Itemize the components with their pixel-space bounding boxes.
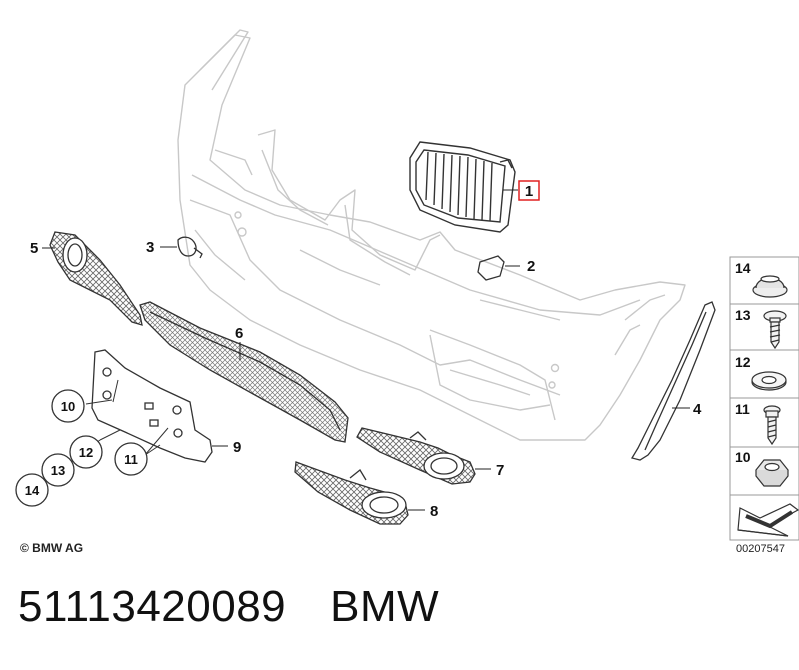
washer-icon (751, 371, 787, 391)
part-number: 51113420089 (18, 582, 287, 631)
diagram-id: 00207547 (736, 543, 785, 555)
callout-3: 3 (146, 239, 154, 256)
part-label: 51113420089 BMW (18, 582, 439, 632)
fog-grille-right-part-7[interactable] (356, 427, 491, 485)
licence-plate-base-part-9[interactable] (91, 349, 228, 463)
legend-number-10: 10 (735, 449, 751, 465)
legend-number-13: 13 (735, 307, 751, 323)
callout-10: 10 (61, 399, 75, 414)
bolt-icon (763, 405, 781, 446)
callout-8: 8 (430, 503, 438, 520)
screw-icon (763, 310, 787, 350)
callout-12-circle: 12 (69, 435, 103, 469)
fastener-legend: 14 13 12 11 10 (729, 256, 799, 541)
callout-11: 11 (124, 452, 138, 467)
nut-icon (755, 459, 789, 487)
side-trim-part-4[interactable] (630, 301, 716, 461)
front-bumper-outline (177, 29, 686, 441)
callout-12: 12 (79, 445, 93, 460)
callout-4: 4 (693, 401, 702, 418)
callout-1-highlight[interactable]: 1 (503, 180, 540, 201)
callout-2: 2 (527, 258, 535, 275)
callout-14: 14 (25, 483, 40, 498)
copyright-text: © BMW AG (20, 541, 84, 555)
callout-10-circle: 10 (51, 389, 85, 423)
callout-6: 6 (235, 325, 243, 342)
fog-grille-lower-part-8[interactable] (294, 461, 425, 525)
legend-number-11: 11 (735, 401, 750, 417)
cap-icon (752, 275, 788, 298)
clip-part-3[interactable] (160, 236, 203, 259)
fog-grille-left-part-5[interactable] (42, 231, 143, 326)
callout-13: 13 (51, 463, 65, 478)
callout-1: 1 (525, 183, 533, 200)
kidney-grille-part-1[interactable] (409, 141, 516, 233)
parts-diagram: 10 12 13 14 11 5 3 6 2 4 9 7 8 1 14 13 1… (15, 29, 799, 541)
legend-number-14: 14 (735, 260, 751, 276)
legend-number-12: 12 (735, 354, 751, 370)
tow-hook-cover-part-2[interactable] (477, 255, 520, 281)
callout-11-circle: 11 (114, 442, 148, 476)
callout-14-circle: 14 (15, 473, 49, 507)
brand-name: BMW (330, 582, 440, 631)
arrow-icon (737, 503, 799, 537)
callout-9: 9 (233, 439, 241, 456)
lower-grille-part-6[interactable] (139, 301, 349, 443)
callout-5: 5 (30, 240, 38, 257)
callout-13-circle: 13 (41, 453, 75, 487)
callout-7: 7 (496, 462, 504, 479)
